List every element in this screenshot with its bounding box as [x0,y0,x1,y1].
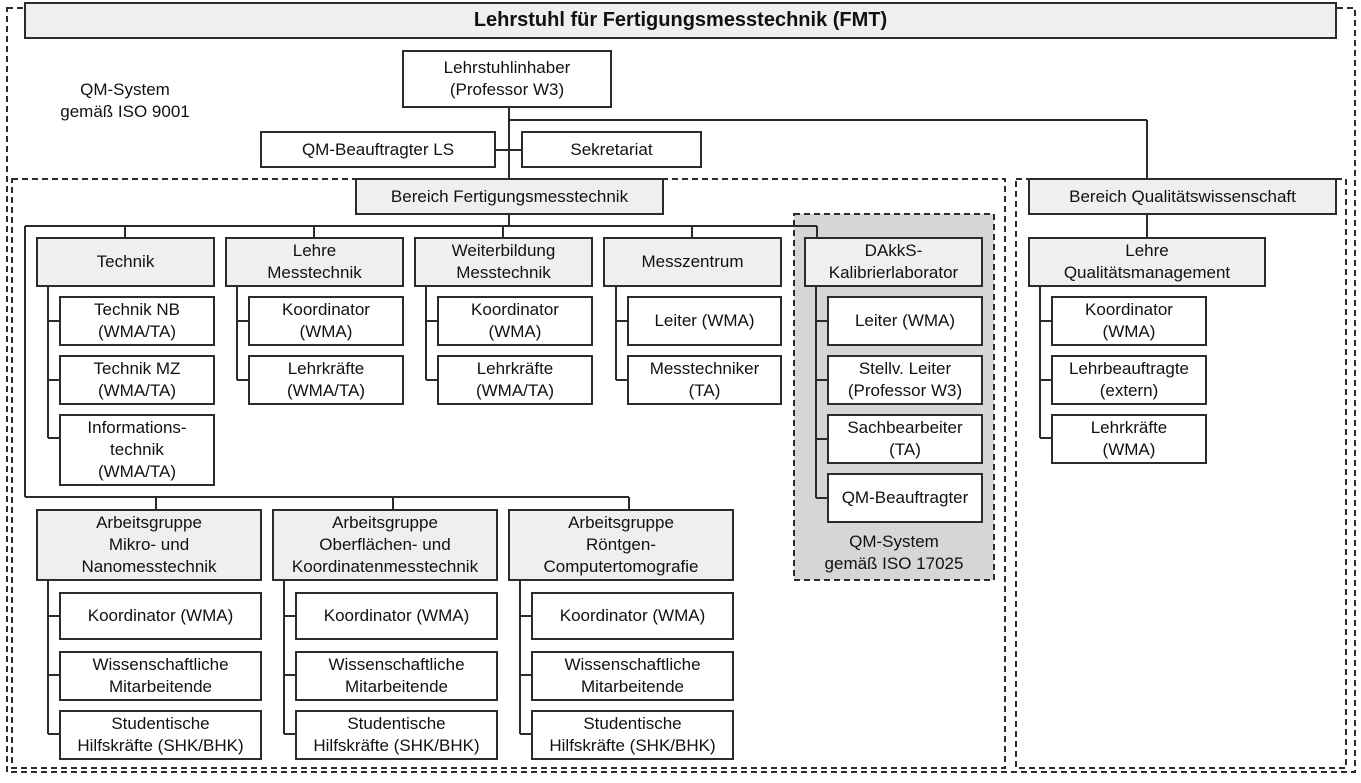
dakks-qm-beauftragter-box: QM-Beauftragter [827,473,983,523]
group-roentgen-wiss-box: Wissenschaftliche Mitarbeitende [531,651,734,701]
lehre-qm-head: Lehre Qualitätsmanagement [1028,237,1266,287]
messzentrum-leiter-box: Leiter (WMA) [627,296,782,346]
group-oberflaechen-koordinator-box: Koordinator (WMA) [295,592,498,640]
weiterbildung-lehrkraefte-box: Lehrkräfte (WMA/TA) [437,355,593,405]
technik-nb-box: Technik NB (WMA/TA) [59,296,215,346]
group-roentgen-shk-box: Studentische Hilfskräfte (SHK/BHK) [531,710,734,760]
group-oberflaechen-head: Arbeitsgruppe Oberflächen- und Koordinat… [272,509,498,581]
weiterbildung-head: Weiterbildung Messtechnik [414,237,593,287]
lehre-koordinator-box: Koordinator (WMA) [248,296,404,346]
group-mikro-koordinator-box: Koordinator (WMA) [59,592,262,640]
dakks-stellv-leiter-box: Stellv. Leiter (Professor W3) [827,355,983,405]
group-oberflaechen-wiss-box: Wissenschaftliche Mitarbeitende [295,651,498,701]
qw-lehrkraefte-box: Lehrkräfte (WMA) [1051,414,1207,464]
weiterbildung-koordinator-box: Koordinator (WMA) [437,296,593,346]
lehre-lehrkraefte-box: Lehrkräfte (WMA/TA) [248,355,404,405]
secretariat-box: Sekretariat [521,131,702,168]
informationstechnik-box: Informations- technik (WMA/TA) [59,414,215,486]
group-oberflaechen-shk-box: Studentische Hilfskräfte (SHK/BHK) [295,710,498,760]
technik-mz-box: Technik MZ (WMA/TA) [59,355,215,405]
group-roentgen-head: Arbeitsgruppe Röntgen- Computertomografi… [508,509,734,581]
area-qw-title: Bereich Qualitätswissenschaft [1028,178,1337,215]
lehre-messtechnik-head: Lehre Messtechnik [225,237,404,287]
group-mikro-shk-box: Studentische Hilfskräfte (SHK/BHK) [59,710,262,760]
dakks-head: DAkkS- Kalibrierlaborator [804,237,983,287]
group-roentgen-koordinator-box: Koordinator (WMA) [531,592,734,640]
qw-lehrbeauftragte-box: Lehrbeauftragte (extern) [1051,355,1207,405]
group-mikro-wiss-box: Wissenschaftliche Mitarbeitende [59,651,262,701]
qw-koordinator-box: Koordinator (WMA) [1051,296,1207,346]
qm-system-iso9001-note: QM-System gemäß ISO 9001 [60,80,190,121]
area-fmt-title: Bereich Fertigungsmesstechnik [355,178,664,215]
chair-holder-box: Lehrstuhlinhaber (Professor W3) [402,50,612,108]
qm-system-iso17025-note: QM-System gemäß ISO 17025 [824,532,964,573]
page-title: Lehrstuhl für Fertigungsmesstechnik (FMT… [24,2,1337,39]
messtechniker-box: Messtechniker (TA) [627,355,782,405]
technik-head: Technik [36,237,215,287]
messzentrum-head: Messzentrum [603,237,782,287]
qm-officer-box: QM-Beauftragter LS [260,131,496,168]
dakks-leiter-box: Leiter (WMA) [827,296,983,346]
group-mikro-nano-head: Arbeitsgruppe Mikro- und Nanomesstechnik [36,509,262,581]
dakks-sachbearbeiter-box: Sachbearbeiter (TA) [827,414,983,464]
